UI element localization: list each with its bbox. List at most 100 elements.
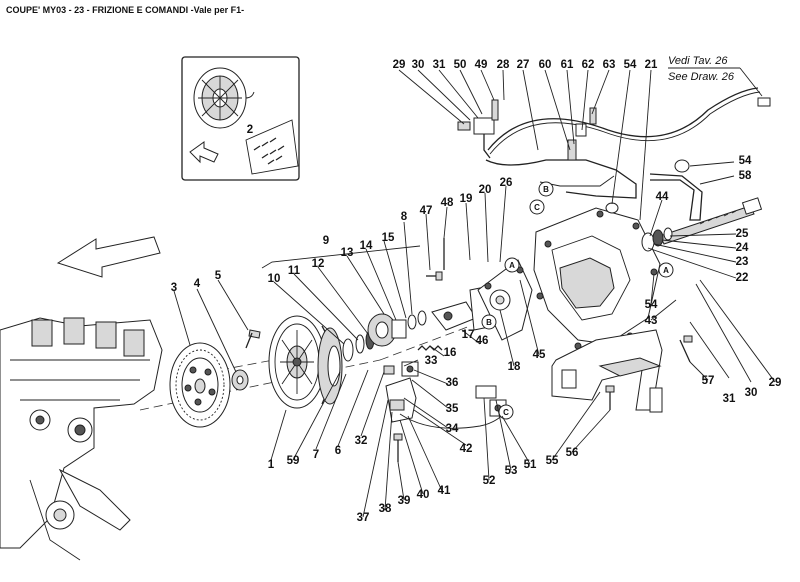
callout-24: 24	[736, 242, 749, 254]
callout-55: 55	[546, 455, 559, 467]
callout-29b: 29	[769, 377, 782, 389]
callout-63: 63	[603, 59, 616, 71]
callout-44: 44	[656, 191, 669, 203]
bolt-57	[679, 335, 693, 363]
callout-53: 53	[505, 465, 518, 477]
bolt-5	[245, 329, 261, 349]
callout-4: 4	[194, 278, 201, 290]
callout-47: 47	[420, 205, 433, 217]
callout-51: 51	[524, 459, 537, 471]
reference-en: See Draw. 26	[668, 71, 735, 83]
svg-text:A: A	[663, 266, 669, 275]
shaft-seals	[641, 227, 673, 252]
inset-arrow-icon	[189, 141, 219, 164]
callout-39: 39	[398, 495, 411, 507]
assembly-axis-line-2	[379, 325, 471, 361]
svg-text:B: B	[543, 185, 549, 194]
callout-21: 21	[645, 59, 658, 71]
inset-clutch-assembly	[193, 67, 255, 129]
callout-54c: 54	[645, 299, 658, 311]
callout-23: 23	[736, 256, 749, 268]
circle-tag-b-mid: B	[481, 314, 497, 330]
callout-62: 62	[582, 59, 595, 71]
callout-40: 40	[417, 489, 430, 501]
pilot-bearing	[231, 369, 249, 391]
callout-2: 2	[247, 124, 253, 136]
callout-31: 31	[433, 59, 446, 71]
reference-it: Vedi Tav. 26	[668, 55, 728, 67]
flywheel	[169, 342, 231, 428]
engine-block	[0, 317, 163, 561]
callout-9: 9	[323, 235, 329, 247]
callout-42: 42	[460, 443, 473, 455]
callout-60: 60	[539, 59, 552, 71]
callout-14: 14	[360, 240, 373, 252]
svg-text:C: C	[503, 408, 509, 417]
callout-36: 36	[446, 377, 459, 389]
callout-56: 56	[566, 447, 579, 459]
clutch-disc	[268, 315, 326, 409]
callout-1: 1	[268, 459, 275, 471]
callout-12: 12	[312, 258, 325, 270]
callout-59: 59	[287, 455, 300, 467]
callout-57: 57	[702, 375, 715, 387]
callout-30b: 30	[745, 387, 758, 399]
circle-tag-a-left: A	[504, 257, 520, 273]
callout-25: 25	[736, 228, 749, 240]
callout-10: 10	[268, 273, 281, 285]
callout-33: 33	[425, 355, 438, 367]
sensor-unit	[383, 361, 419, 377]
fitting-cluster-right	[567, 107, 597, 161]
pipe-58	[649, 173, 703, 221]
callout-54: 54	[624, 59, 637, 71]
callout-50: 50	[454, 59, 467, 71]
callout-54b: 54	[739, 155, 752, 167]
callout-35: 35	[446, 403, 459, 415]
callout-16: 16	[444, 347, 457, 359]
callout-19: 19	[460, 193, 473, 205]
callout-49: 49	[475, 59, 488, 71]
inset-box	[181, 56, 300, 181]
callout-30: 30	[412, 59, 425, 71]
bolt-56	[605, 385, 615, 410]
fitting-cluster-left	[457, 99, 499, 159]
direction-arrow-icon	[56, 236, 161, 278]
callout-20: 20	[479, 184, 492, 196]
circle-tag-c-bottom: C	[498, 404, 514, 420]
release-bearing	[367, 313, 407, 347]
hydraulic-pipe-top	[487, 87, 771, 155]
callout-43: 43	[645, 315, 658, 327]
fitting-54-top	[674, 159, 690, 173]
callout-22: 22	[736, 272, 749, 284]
callout-46: 46	[476, 335, 489, 347]
callout-37: 37	[357, 512, 370, 524]
reference-leader	[739, 67, 763, 97]
callout-28: 28	[497, 59, 510, 71]
svg-text:B: B	[486, 318, 492, 327]
callout-3: 3	[171, 282, 177, 294]
callout-18: 18	[508, 361, 521, 373]
page-title: COUPE' MY03 - 23 - FRIZIONE E COMANDI -V…	[6, 5, 245, 15]
callout-52: 52	[483, 475, 496, 487]
gearbox-housing	[533, 207, 661, 350]
inset-bolt-bag	[245, 119, 299, 175]
callout-38: 38	[379, 503, 392, 515]
circle-tag-a-right: A	[658, 262, 674, 278]
callout-15: 15	[382, 232, 395, 244]
callout-27: 27	[517, 59, 530, 71]
callout-11: 11	[288, 265, 301, 277]
callout-58: 58	[739, 170, 752, 182]
callout-17: 17	[462, 329, 475, 341]
callout-13: 13	[341, 247, 354, 259]
callout-6: 6	[335, 445, 341, 457]
callout-48: 48	[441, 197, 454, 209]
gearbox-support-bracket	[551, 329, 663, 413]
callout-8: 8	[401, 211, 408, 223]
release-rings	[407, 310, 427, 330]
callout-5: 5	[215, 270, 222, 282]
bolt-39	[393, 433, 403, 462]
circle-tag-c-top: C	[529, 199, 545, 215]
callout-45: 45	[533, 349, 546, 361]
circle-tag-b-top: B	[538, 181, 554, 197]
